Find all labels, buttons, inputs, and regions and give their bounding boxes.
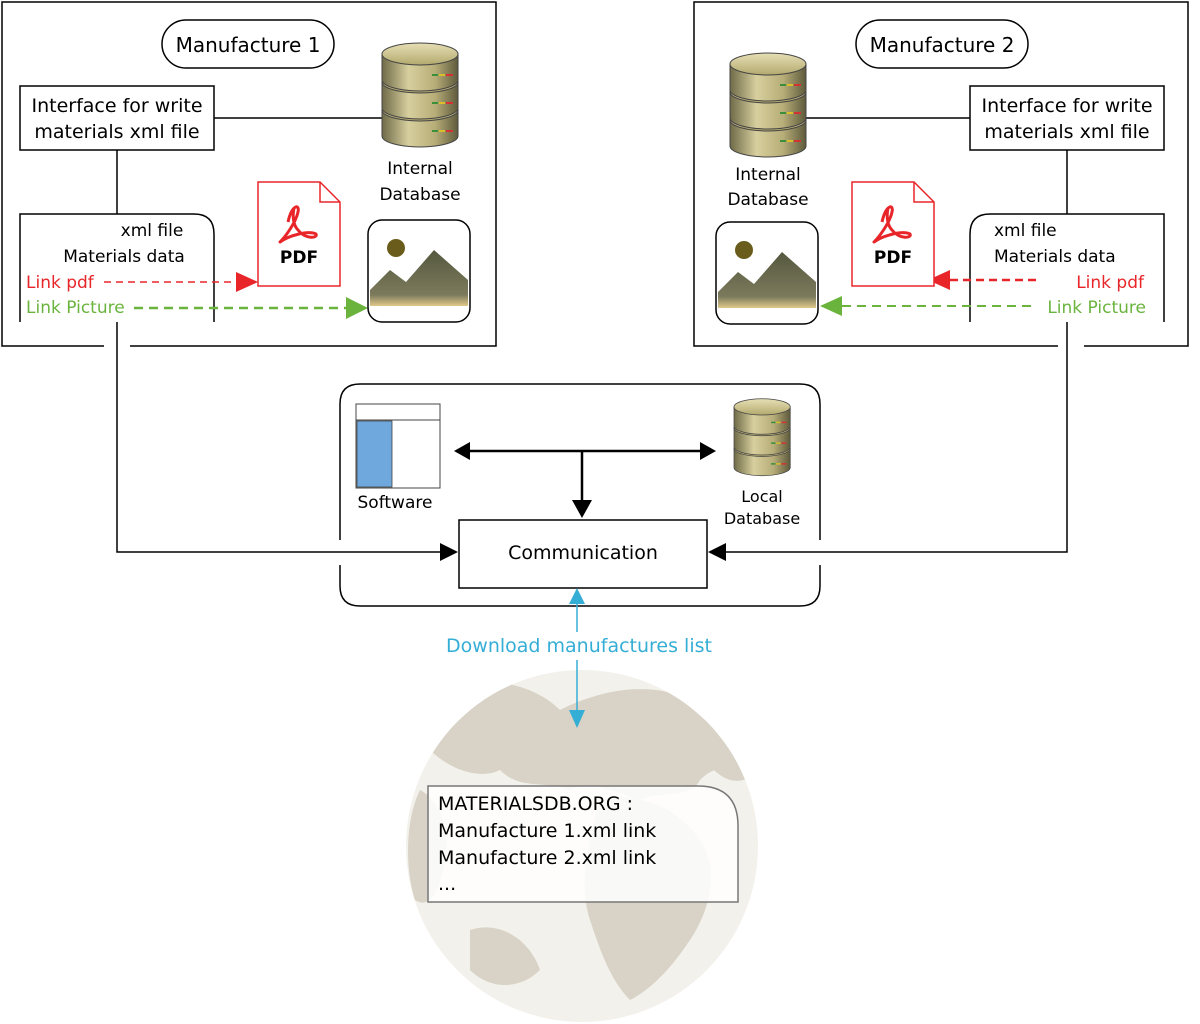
manufacture-1-pdf-label: PDF	[280, 248, 318, 268]
manufacture-2-xml-box	[969, 213, 1165, 322]
connectors	[116, 322, 1068, 561]
manufacture-1-link-picture[interactable]: Link Picture	[26, 298, 125, 318]
registry-line1: MATERIALSDB.ORG :	[438, 793, 633, 815]
link-picture-arrow-1	[346, 297, 368, 319]
manufacture-1-title-pill	[161, 19, 335, 69]
registry-line4: ...	[438, 873, 456, 895]
manufacture-2-interface-line2: materials xml file	[984, 121, 1149, 143]
software-window-icon	[355, 403, 441, 489]
registry-line2[interactable]: Manufacture 1.xml link	[438, 820, 656, 842]
manufacture-2-xml-line1: xml file	[994, 221, 1057, 241]
manufacture-2-interface-box	[969, 85, 1165, 151]
manufacture-2-db-line2: Database	[727, 190, 808, 210]
link-pdf-arrow-1	[236, 272, 258, 292]
manufacture-2-interface-line1: Interface for write	[981, 95, 1152, 117]
manufacture-2-link-pdf[interactable]: Link pdf	[1076, 273, 1145, 293]
manufacture-1-database-icon	[382, 43, 458, 147]
manufacture-2-panel: Manufacture 2 Interface for write materi…	[693, 1, 1189, 347]
manufacture-1-panel: Manufacture 1 Interface for write materi…	[1, 1, 497, 347]
manufacture-2-xml-line2: Materials data	[994, 247, 1116, 267]
manufacture-1-db-line2: Database	[379, 185, 460, 205]
registry-card: MATERIALSDB.ORG : Manufacture 1.xml link…	[427, 785, 739, 903]
manufacture-2-db-line1: Internal	[735, 165, 801, 185]
software-block: Software Local Database Communication	[339, 383, 821, 607]
download-label: Download manufactures list	[446, 635, 712, 657]
manufacture-2-title-pill	[855, 19, 1029, 69]
manufacture-1-interface-line2: materials xml file	[34, 121, 199, 143]
manufacture-1-link-pdf[interactable]: Link pdf	[26, 273, 95, 293]
link-pdf-arrow-2	[928, 270, 950, 290]
manufacture-1-title: Manufacture 1	[176, 33, 321, 57]
communication-box	[458, 519, 708, 589]
link-picture-arrow-2	[820, 296, 842, 316]
software-label: Software	[358, 493, 433, 513]
manufacture-2-title: Manufacture 2	[870, 33, 1015, 57]
local-db-line2: Database	[724, 509, 800, 528]
registry-line3[interactable]: Manufacture 2.xml link	[438, 847, 656, 869]
manufacture-1-interface-box	[19, 85, 215, 151]
manufacture-1-xml-line2: Materials data	[63, 247, 185, 267]
manufacture-1-db-line1: Internal	[387, 159, 453, 179]
manufacture-2-database-icon	[730, 53, 806, 157]
manufacture-2-picture-icon	[715, 221, 819, 325]
manufacture-1-pdf-icon	[256, 180, 342, 288]
manufacture-1-xml-line1: xml file	[121, 221, 184, 241]
local-db-line1: Local	[741, 487, 782, 506]
manufacture-1-picture-icon	[367, 219, 471, 323]
manufacture-2-pdf-label: PDF	[874, 248, 912, 268]
manufacture-2-link-picture[interactable]: Link Picture	[1047, 298, 1146, 318]
manufacture-2-pdf-icon	[850, 180, 936, 288]
manufacture-1-xml-box	[19, 213, 215, 322]
download-connector: Download manufactures list	[440, 588, 718, 728]
communication-label: Communication	[508, 542, 658, 564]
manufacture-1-interface-line1: Interface for write	[31, 95, 202, 117]
local-database-icon	[734, 399, 790, 476]
